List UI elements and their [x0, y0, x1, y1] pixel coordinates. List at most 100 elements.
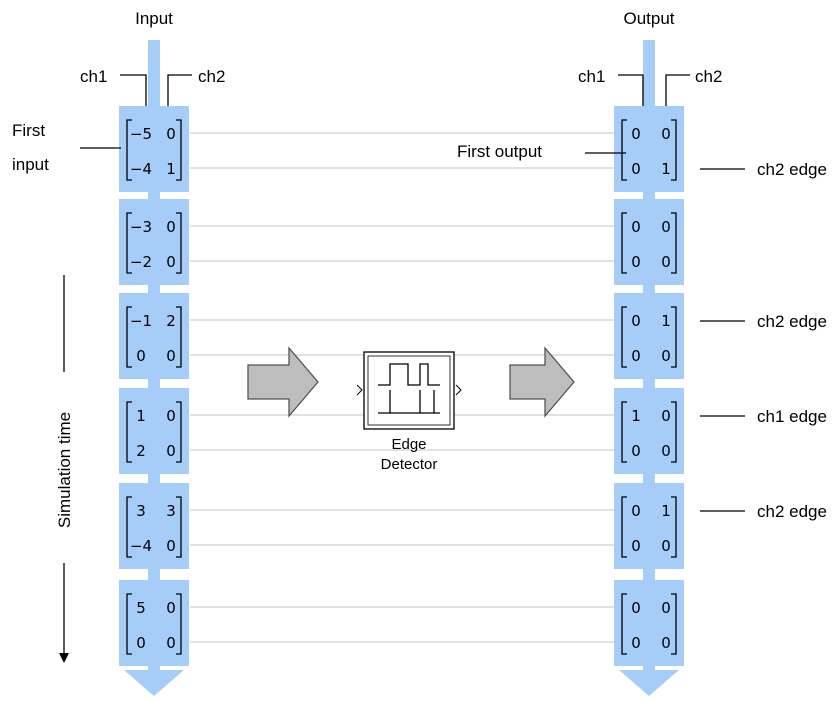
- block-label-line2: Detector: [381, 456, 438, 473]
- input-matrix-cell: −4: [130, 160, 152, 178]
- input-stem: [148, 40, 160, 110]
- input-sample-block: [119, 388, 189, 474]
- block-to-output-arrow-icon: [509, 346, 575, 418]
- input-ch1-leader: [120, 74, 147, 106]
- edge-labels: ch2 edge ch2 edge ch1 edge ch2 edge: [700, 160, 827, 521]
- output-matrix-cell: 0: [631, 312, 641, 330]
- output-matrix-cell: 0: [661, 634, 671, 652]
- output-sample-block: [614, 388, 684, 474]
- block-input-port-icon: [356, 384, 363, 396]
- output-matrix-left-bracket: [621, 401, 627, 463]
- input-matrix-cell: 0: [166, 442, 176, 460]
- output-tail: [643, 666, 655, 672]
- output-matrix-cell: 0: [661, 125, 671, 143]
- input-matrix-cell: 1: [166, 160, 176, 178]
- input-matrix-cell: 3: [166, 502, 176, 520]
- output-matrix-cell: 1: [661, 160, 671, 178]
- output-sample-block: [614, 199, 684, 285]
- output-connector: [643, 474, 655, 483]
- output-matrix-cell: 0: [631, 599, 641, 617]
- edge-label: ch2 edge: [757, 160, 827, 179]
- output-matrix-left-bracket: [621, 306, 627, 368]
- output-connector: [643, 569, 655, 580]
- input-ch1-label: ch1: [80, 67, 107, 86]
- output-sample-block: [614, 483, 684, 569]
- input-matrix-right-bracket: [176, 119, 182, 181]
- output-matrix-cell: 0: [631, 634, 641, 652]
- input-matrix-right-bracket: [176, 593, 182, 655]
- input-sample-block: [119, 580, 189, 666]
- input-connector: [148, 379, 160, 388]
- input-matrix-cell: 2: [136, 442, 146, 460]
- output-matrix-left-bracket: [621, 119, 627, 181]
- output-matrix-right-bracket: [671, 119, 677, 181]
- input-matrix-cell: 0: [166, 599, 176, 617]
- input-matrix-left-bracket: [126, 496, 132, 558]
- input-matrix-cell: −5: [130, 125, 152, 143]
- input-matrix-cell: 0: [166, 253, 176, 271]
- output-ch1-leader: [618, 74, 644, 106]
- edge-label: ch1 edge: [757, 407, 827, 426]
- input-matrix-left-bracket: [126, 593, 132, 655]
- input-matrix-cell: 3: [136, 502, 146, 520]
- first-input-label-line2: input: [12, 155, 49, 174]
- input-title: Input: [135, 9, 173, 28]
- output-sample-block: [614, 106, 684, 192]
- input-connector: [148, 474, 160, 483]
- input-matrix-cell: 1: [136, 407, 146, 425]
- edge-label: ch2 edge: [757, 502, 827, 521]
- output-matrix-cell: 0: [661, 347, 671, 365]
- edge-detector-block: Edge Detector: [356, 351, 462, 473]
- input-matrix-cell: −2: [130, 253, 152, 271]
- output-matrix-cell: 0: [631, 502, 641, 520]
- input-matrix-cell: −3: [130, 218, 152, 236]
- input-matrix-cell: 0: [166, 407, 176, 425]
- input-matrix-left-bracket: [126, 119, 132, 181]
- input-to-block-arrow-icon: [247, 346, 319, 418]
- input-ch2-label: ch2: [198, 67, 225, 86]
- input-sample-block: [119, 293, 189, 379]
- input-down-arrow-icon: [124, 670, 184, 696]
- output-matrix-left-bracket: [621, 496, 627, 558]
- input-matrix-cell: 0: [166, 537, 176, 555]
- output-ch2-leader: [665, 74, 690, 106]
- input-matrix-right-bracket: [176, 496, 182, 558]
- input-matrix-cell: 0: [166, 125, 176, 143]
- output-matrix-cell: 0: [661, 599, 671, 617]
- output-stem: [643, 40, 655, 110]
- output-sample-block: [614, 580, 684, 666]
- output-matrix-right-bracket: [671, 306, 677, 368]
- output-matrix-cell: 0: [661, 253, 671, 271]
- block-output-port-icon: [455, 384, 462, 396]
- input-sample-block: [119, 199, 189, 285]
- input-sample-block: [119, 106, 189, 192]
- simulation-time-axis: Simulation time: [55, 275, 74, 663]
- input-matrix-cell: 0: [136, 347, 146, 365]
- output-title: Output: [623, 9, 674, 28]
- simulation-time-label: Simulation time: [55, 412, 74, 528]
- output-matrix-cell: 0: [661, 218, 671, 236]
- input-matrix-cell: 0: [166, 218, 176, 236]
- input-connector: [148, 192, 160, 199]
- output-matrix-cell: 0: [631, 253, 641, 271]
- output-matrix-cell: 0: [631, 125, 641, 143]
- first-output-label: First output: [457, 142, 542, 161]
- input-matrix-left-bracket: [126, 212, 132, 274]
- output-matrix-right-bracket: [671, 593, 677, 655]
- output-connector: [643, 379, 655, 388]
- output-matrix-cell: 0: [631, 537, 641, 555]
- input-tail: [148, 666, 160, 672]
- edge-detector-pulse-icon: [378, 363, 440, 414]
- edge-label: ch2 edge: [757, 312, 827, 331]
- input-matrix-left-bracket: [126, 306, 132, 368]
- output-connector: [643, 192, 655, 199]
- input-matrix-left-bracket: [126, 401, 132, 463]
- input-matrix-cell: 2: [166, 312, 176, 330]
- output-matrix-cell: 0: [661, 537, 671, 555]
- output-matrix-cell: 0: [661, 442, 671, 460]
- output-matrix-cell: 1: [661, 502, 671, 520]
- output-matrix-cell: 1: [631, 407, 641, 425]
